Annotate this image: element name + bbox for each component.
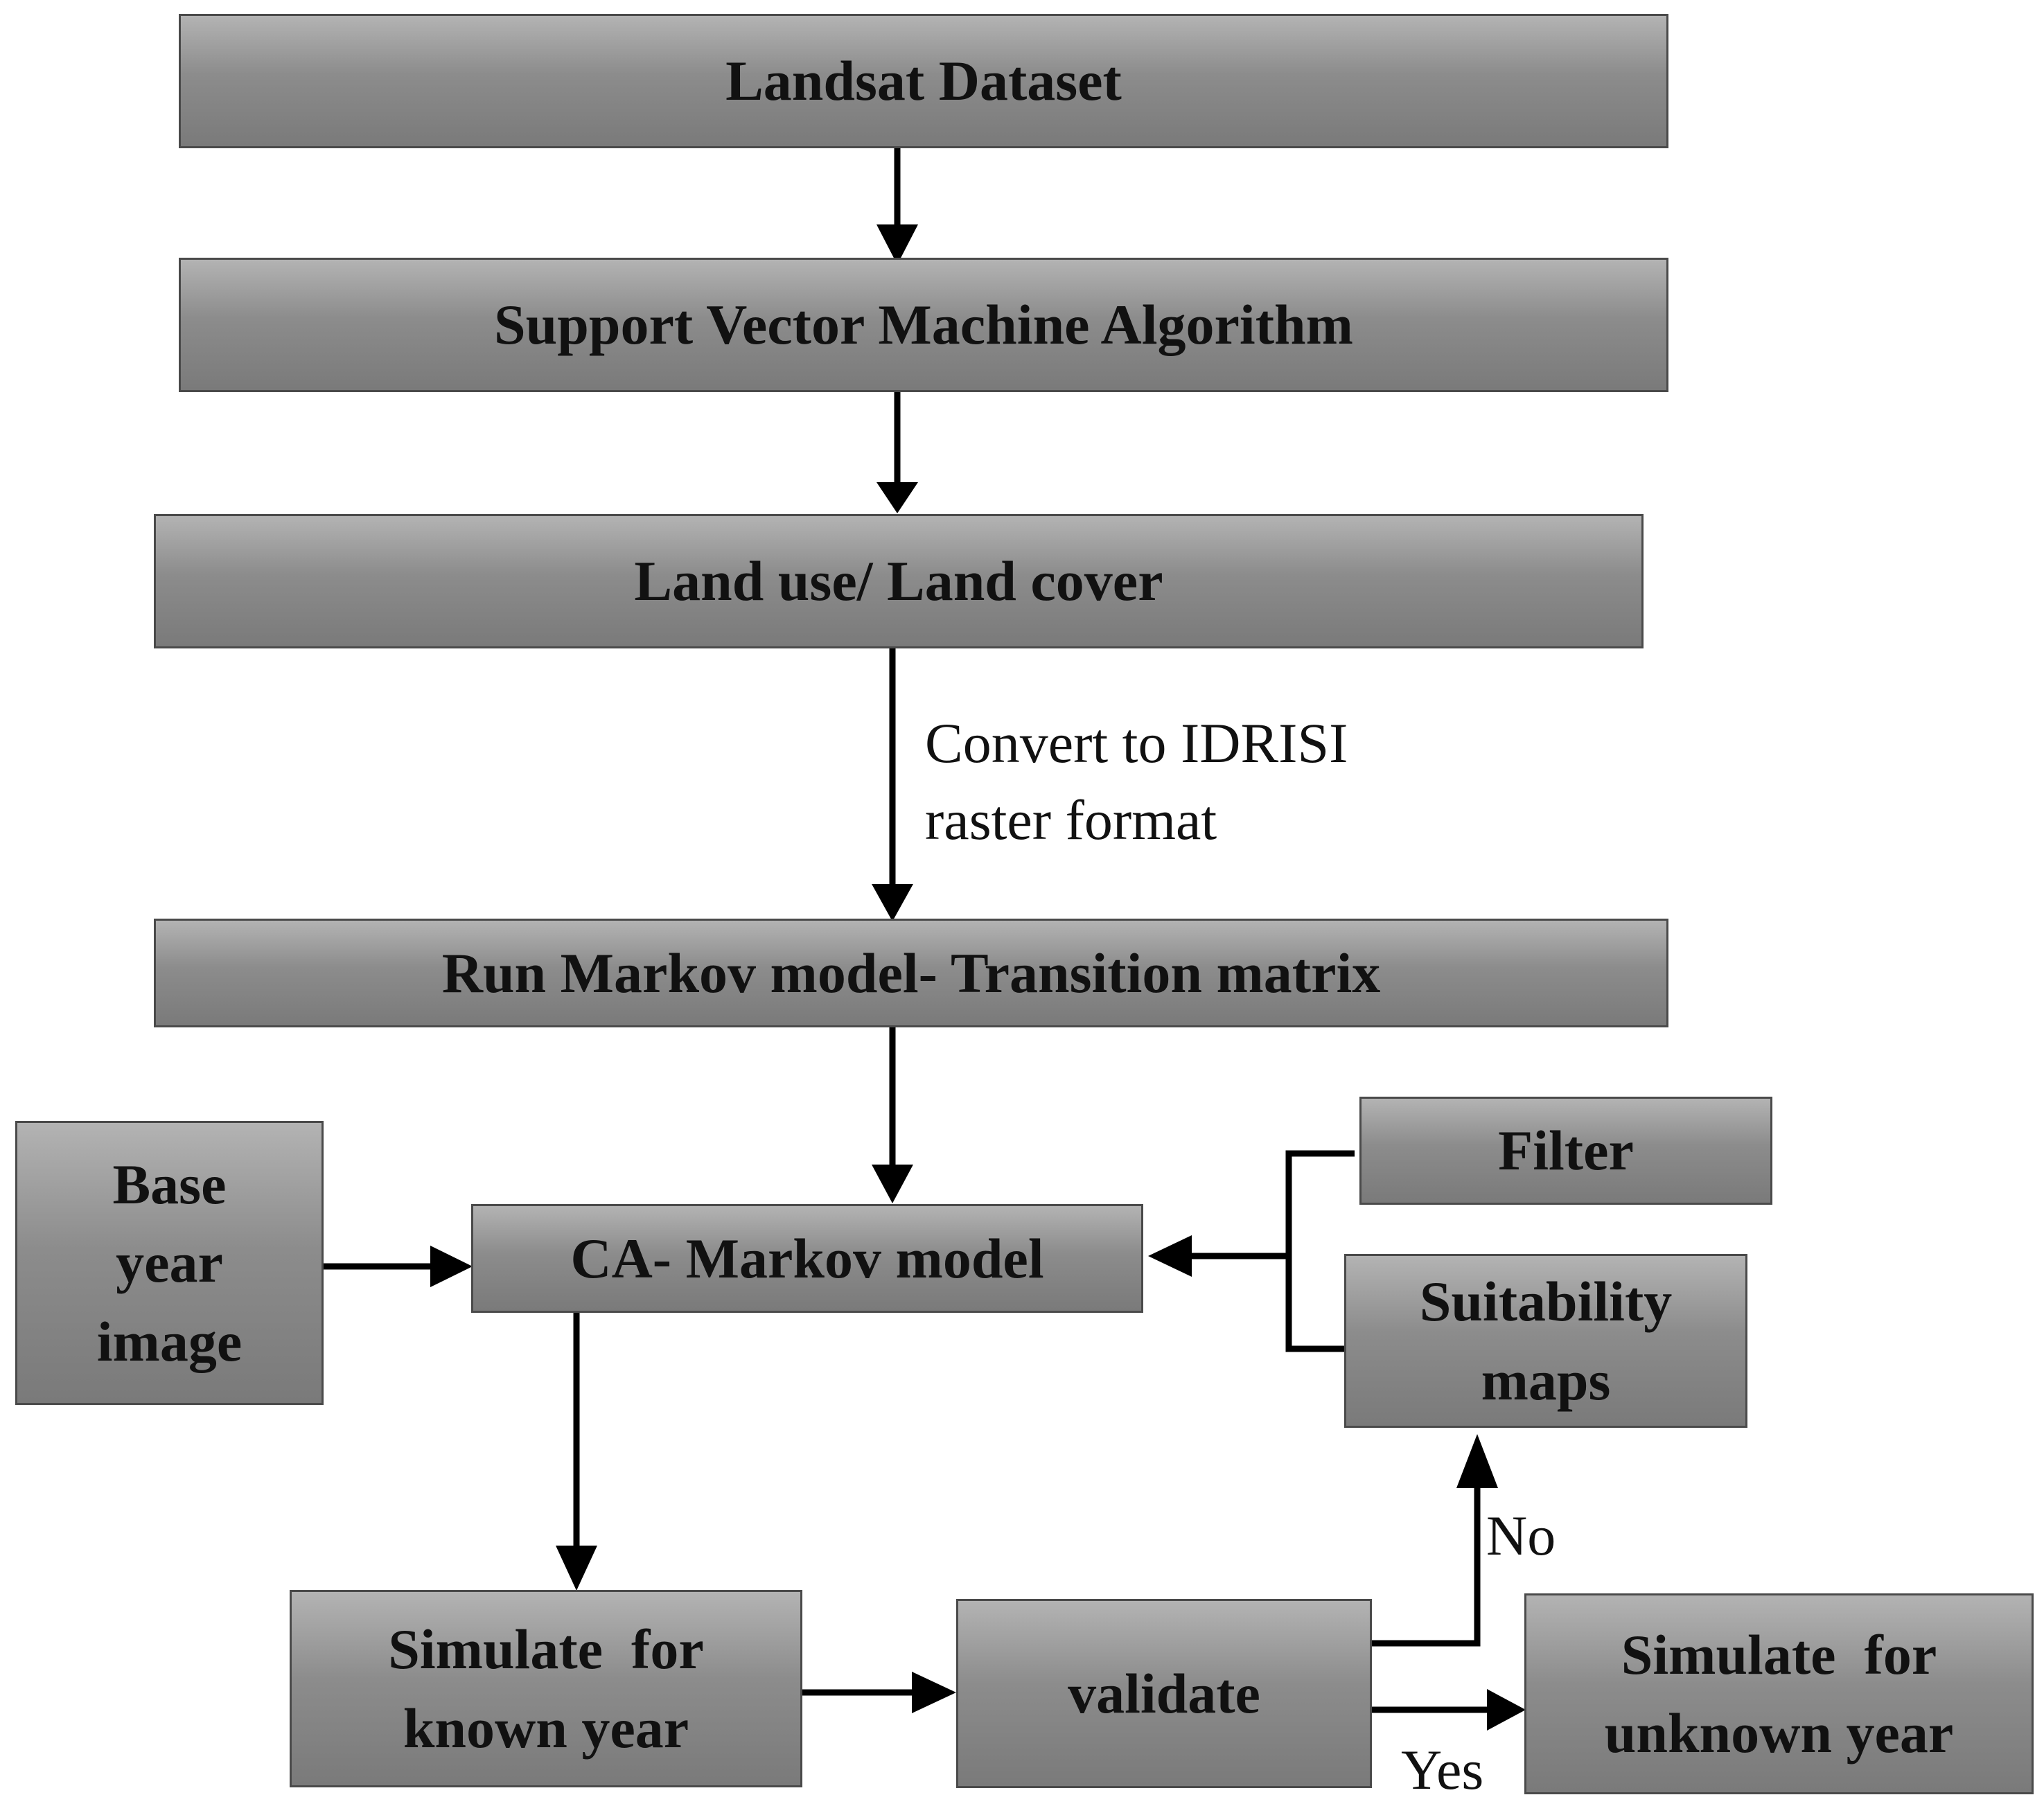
arrowhead-markov <box>872 884 913 921</box>
ca-markov-label: CA- Markov model <box>570 1226 1044 1290</box>
arrowhead-svm <box>876 224 918 265</box>
validate-box: validate <box>956 1599 1372 1788</box>
simulate-known-year-line-2: known year <box>403 1696 689 1760</box>
arrowhead-no <box>1456 1434 1498 1488</box>
arrowhead-simknown <box>556 1546 597 1591</box>
base-year-image-box: Base year image <box>15 1121 324 1405</box>
yes-edge-label: Yes <box>1401 1738 1484 1801</box>
suitability-maps-line-2: maps <box>1481 1348 1611 1412</box>
markov-transition-box: Run Markov model- Transition matrix <box>154 919 1668 1027</box>
validate-label: validate <box>1068 1661 1260 1725</box>
arrow-validate-no <box>1372 1486 1481 1647</box>
simulate-unknown-year-text: Simulate for unknown year <box>1605 1616 1954 1772</box>
convert-edge-label: Convert to IDRISI raster format <box>925 705 1348 858</box>
base-year-image-text: Base year image <box>97 1145 242 1380</box>
suitability-maps-text: Suitability maps <box>1420 1262 1673 1419</box>
arrowhead-ca-right <box>1148 1235 1192 1277</box>
base-year-image-line-1: Base <box>112 1153 227 1217</box>
ca-markov-box: CA- Markov model <box>471 1204 1143 1313</box>
simulate-unknown-year-box: Simulate for unknown year <box>1524 1593 2034 1794</box>
base-year-image-line-3: image <box>96 1309 243 1373</box>
svm-algorithm-box: Support Vector Machine Algorithm <box>179 258 1668 392</box>
arrowhead-validate <box>912 1672 956 1713</box>
arrowhead-ca-left <box>430 1246 473 1287</box>
convert-edge-label-line-1: Convert to IDRISI <box>925 711 1348 775</box>
simulate-unknown-year-line-2: unknown year <box>1604 1701 1954 1765</box>
land-use-land-cover-label: Land use/ Land cover <box>634 549 1163 613</box>
bracket-filter-suitability <box>1285 1150 1355 1352</box>
no-edge-label: No <box>1486 1504 1556 1567</box>
filter-label: Filter <box>1498 1119 1634 1183</box>
svm-algorithm-label: Support Vector Machine Algorithm <box>494 293 1353 357</box>
arrowhead-ca-top <box>872 1165 913 1203</box>
simulate-known-year-line-1: Simulate for <box>388 1618 704 1681</box>
simulate-unknown-year-line-1: Simulate for <box>1621 1622 1937 1686</box>
base-year-image-line-2: year <box>116 1231 223 1295</box>
filter-box: Filter <box>1359 1097 1772 1205</box>
landsat-dataset-box: Landsat Dataset <box>179 14 1668 148</box>
landsat-dataset-label: Landsat Dataset <box>725 49 1122 113</box>
suitability-maps-box: Suitability maps <box>1344 1254 1747 1428</box>
land-use-land-cover-box: Land use/ Land cover <box>154 514 1644 648</box>
markov-transition-label: Run Markov model- Transition matrix <box>441 941 1381 1005</box>
arrowhead-yes <box>1487 1689 1526 1731</box>
arrowhead-lulc <box>876 482 918 513</box>
simulate-known-year-box: Simulate for known year <box>290 1590 802 1787</box>
simulate-known-year-text: Simulate for known year <box>388 1610 703 1767</box>
suitability-maps-line-1: Suitability <box>1419 1270 1673 1334</box>
convert-edge-label-line-2: raster format <box>925 788 1217 851</box>
